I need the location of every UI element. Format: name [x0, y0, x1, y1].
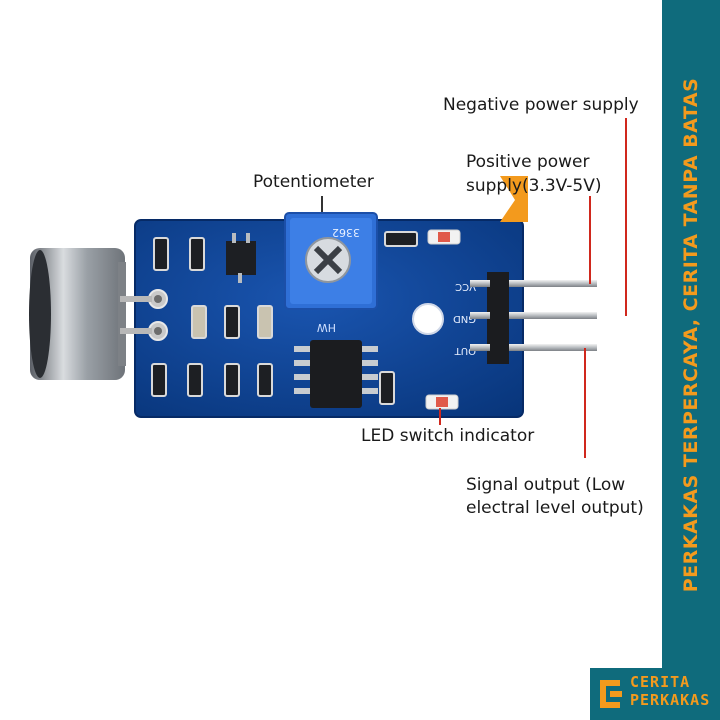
transistor-component: [226, 233, 256, 283]
logo-mark-icon: [600, 680, 622, 708]
header-pins: [470, 272, 597, 364]
label-positive-power-line2: supply(3.3V-5V): [466, 176, 602, 196]
brand-tagline: PERKAKAS TERPERCAYA, CERITA TANPA BATAS: [680, 77, 702, 593]
label-positive-power-line1: Positive power: [466, 152, 590, 172]
op-amp-chip: [294, 340, 378, 408]
power-led: [427, 229, 461, 245]
leader-lines: [439, 118, 627, 458]
potentiometer-code: 3362: [332, 226, 360, 239]
microphone-capsule: [29, 248, 126, 380]
smd-components: [151, 231, 418, 405]
board-mark-hw: HW: [317, 321, 336, 334]
pin-label-out: OUT: [454, 345, 476, 356]
label-potentiometer: Potentiometer: [253, 172, 374, 192]
label-signal-output-line2: electral level output): [466, 498, 644, 518]
logo-line-1: CERITA: [630, 673, 691, 691]
pin-label-vcc: VCC: [455, 281, 476, 292]
label-negative-power: Negative power supply: [443, 95, 639, 115]
label-led-switch: LED switch indicator: [361, 426, 535, 446]
switch-led: [425, 394, 459, 410]
pin-label-gnd: GND: [453, 313, 476, 324]
orange-tape: [500, 176, 528, 222]
label-signal-output-line1: Signal output (Low: [466, 475, 626, 495]
brand-logo: CERITA PERKAKAS: [590, 668, 720, 720]
brand-side-band: [662, 0, 720, 720]
logo-line-2: PERKAKAS: [630, 691, 711, 709]
potentiometer-component: [284, 212, 378, 310]
mounting-hole: [412, 303, 444, 335]
mic-solder-pads: [120, 289, 168, 341]
